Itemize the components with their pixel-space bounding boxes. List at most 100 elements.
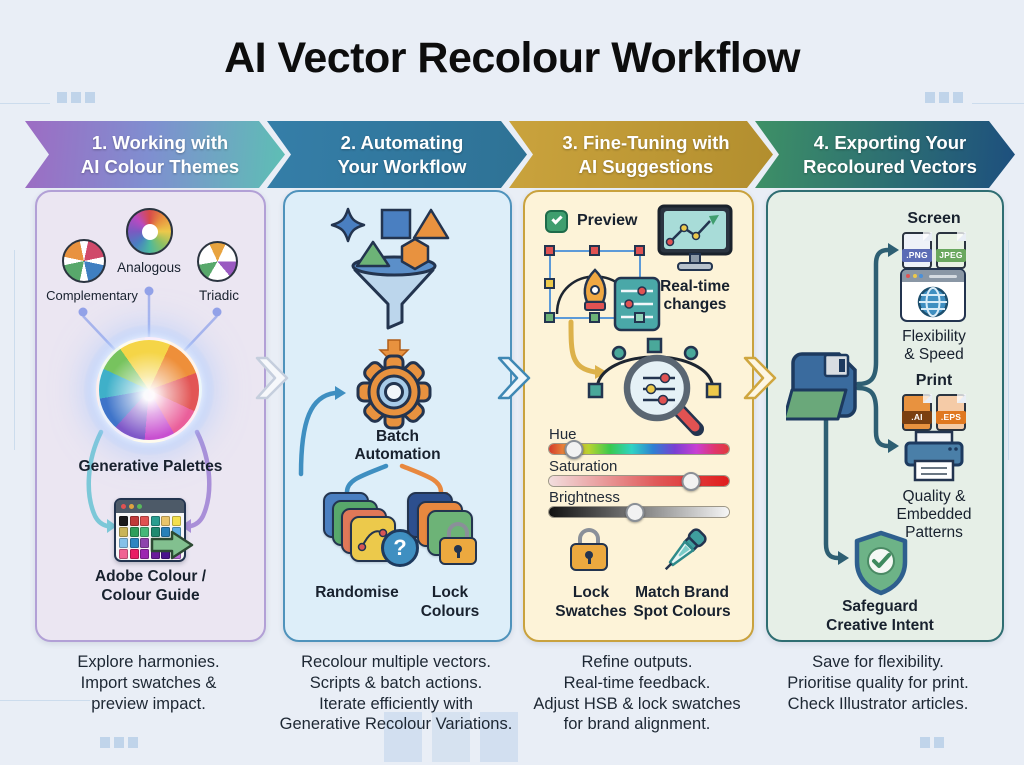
brightness-slider[interactable] (549, 502, 729, 522)
funnel-icon (353, 268, 435, 330)
step-connector-arrow-1 (255, 356, 289, 400)
swatch-cell (140, 527, 150, 537)
summary-line: Import swatches & (80, 673, 217, 692)
circuit-decoration (85, 92, 95, 103)
brightness-knob[interactable] (625, 502, 645, 522)
panel-fine-tuning: Preview (523, 190, 754, 642)
circuit-decoration (14, 250, 15, 450)
randomise-label: Randomise (315, 584, 399, 601)
lock-swatches-label-line2: Swatches (555, 603, 627, 620)
step-3-summary: Refine outputs. Real-time feedback. Adju… (510, 652, 764, 735)
safeguard-label-line2: Creative Intent (826, 617, 934, 634)
circuit-decoration (953, 92, 963, 103)
triadic-label: Triadic (198, 288, 239, 303)
swatch-cell (129, 538, 139, 548)
step-1-title-line2: AI Colour Themes (80, 155, 240, 177)
circuit-decoration (114, 737, 124, 748)
step-4-banner: 4. Exporting Your Recoloured Vectors (755, 121, 1015, 188)
check-icon (551, 213, 563, 225)
window-dot-red (121, 504, 126, 509)
colour-wheel-glow (84, 325, 214, 455)
export-flow-arrows (823, 243, 899, 565)
saturation-label: Saturation (549, 458, 618, 475)
analogous-label: Analogous (117, 260, 181, 275)
step-4-title-line2: Recoloured Vectors (803, 155, 977, 177)
ai-file-label: .AI (902, 411, 932, 424)
circuit-decoration (384, 712, 422, 762)
swatch-cell (140, 538, 150, 548)
panel-exporting: Screen .PNG JPEG (766, 190, 1004, 642)
square-shape-icon (380, 208, 412, 240)
saturation-slider[interactable] (549, 471, 729, 491)
safeguard-label-line1: Safeguard (842, 598, 918, 615)
funnel-and-gear-icons (298, 207, 450, 503)
flexibility-label-line1: Flexibility (902, 328, 966, 345)
png-file-label: .PNG (902, 249, 932, 262)
hue-label: Hue (549, 426, 577, 443)
gear-icon (356, 354, 432, 430)
swatch-cell (129, 527, 139, 537)
summary-line: Prioritise quality for print. (787, 673, 969, 692)
circuit-decoration (57, 92, 67, 103)
summary-line: Generative Recolour Variations. (279, 715, 513, 734)
swatch-cell (129, 549, 139, 559)
adobe-colour-label-line2: Colour Guide (101, 587, 200, 604)
padlock-icon (439, 522, 477, 565)
monitor-chart-icon (657, 204, 733, 271)
window-dot-yellow (129, 504, 134, 509)
step-connector-arrow-2 (497, 356, 531, 400)
eps-file-icon: .EPS (936, 394, 966, 431)
swatch-cell (129, 516, 139, 526)
swatch-cell (140, 516, 150, 526)
export-arrow-icon (150, 530, 194, 560)
hue-slider[interactable] (549, 439, 729, 459)
swatch-cell (119, 516, 129, 526)
complementary-wheel-icon (62, 239, 106, 283)
branch-arrow-right (399, 463, 444, 495)
ai-file-icon: .AI (902, 394, 932, 431)
swatch-cell (119, 549, 129, 559)
swatch-cell (119, 538, 129, 548)
jpeg-file-label: JPEG (936, 249, 966, 262)
flexibility-label-line2: & Speed (904, 346, 964, 363)
realtime-changes-label-line2: changes (663, 296, 727, 313)
summary-line: Scripts & batch actions. (309, 673, 483, 692)
floppy-disk-icon (786, 352, 857, 421)
magnifier-bezier-icon (587, 337, 722, 436)
step-3-title-line2: AI Suggestions (578, 155, 714, 177)
quality-label-line3: Patterns (905, 524, 963, 541)
circuit-decoration (934, 737, 944, 748)
circuit-decoration (972, 103, 1024, 104)
step-4-summary: Save for flexibility. Prioritise quality… (756, 652, 1000, 714)
match-brand-label-line1: Match Brand (635, 584, 729, 601)
lock-colours-label-line2: Colours (420, 603, 480, 620)
page-title: AI Vector Recolour Workflow (224, 34, 800, 82)
summary-line: for brand alignment. (563, 715, 711, 734)
browser-dot-yellow (912, 274, 917, 278)
shield-check-icon (854, 530, 908, 596)
circuit-decoration (100, 737, 110, 748)
summary-line: Check Illustrator articles. (787, 694, 969, 713)
quality-label-line2: Embedded (896, 506, 972, 523)
saturation-knob[interactable] (681, 471, 701, 491)
quality-label-line1: Quality & (902, 488, 966, 505)
eyedropper-icon (664, 528, 707, 571)
brightness-label: Brightness (549, 489, 620, 506)
curved-arrow-icon (568, 319, 607, 379)
step-3-banner: 3. Fine-Tuning with AI Suggestions (509, 121, 773, 188)
preview-checkbox[interactable] (545, 210, 568, 233)
circuit-decoration (920, 737, 930, 748)
swatch-cell (171, 516, 181, 526)
summary-line: Iterate efficiently with (319, 694, 473, 713)
colour-wheel-icon (96, 337, 202, 443)
browser-dot-blue (919, 274, 923, 278)
screen-label: Screen (907, 210, 961, 227)
star-shape-icon (330, 207, 366, 243)
match-brand-label-line2: Spot Colours (633, 603, 731, 620)
step-2-title-line2: Your Workflow (337, 155, 467, 177)
circuit-decoration (939, 92, 949, 103)
hue-knob[interactable] (564, 439, 584, 459)
batch-automation-label-line2: Automation (354, 446, 441, 463)
padlock-icon (570, 528, 608, 571)
